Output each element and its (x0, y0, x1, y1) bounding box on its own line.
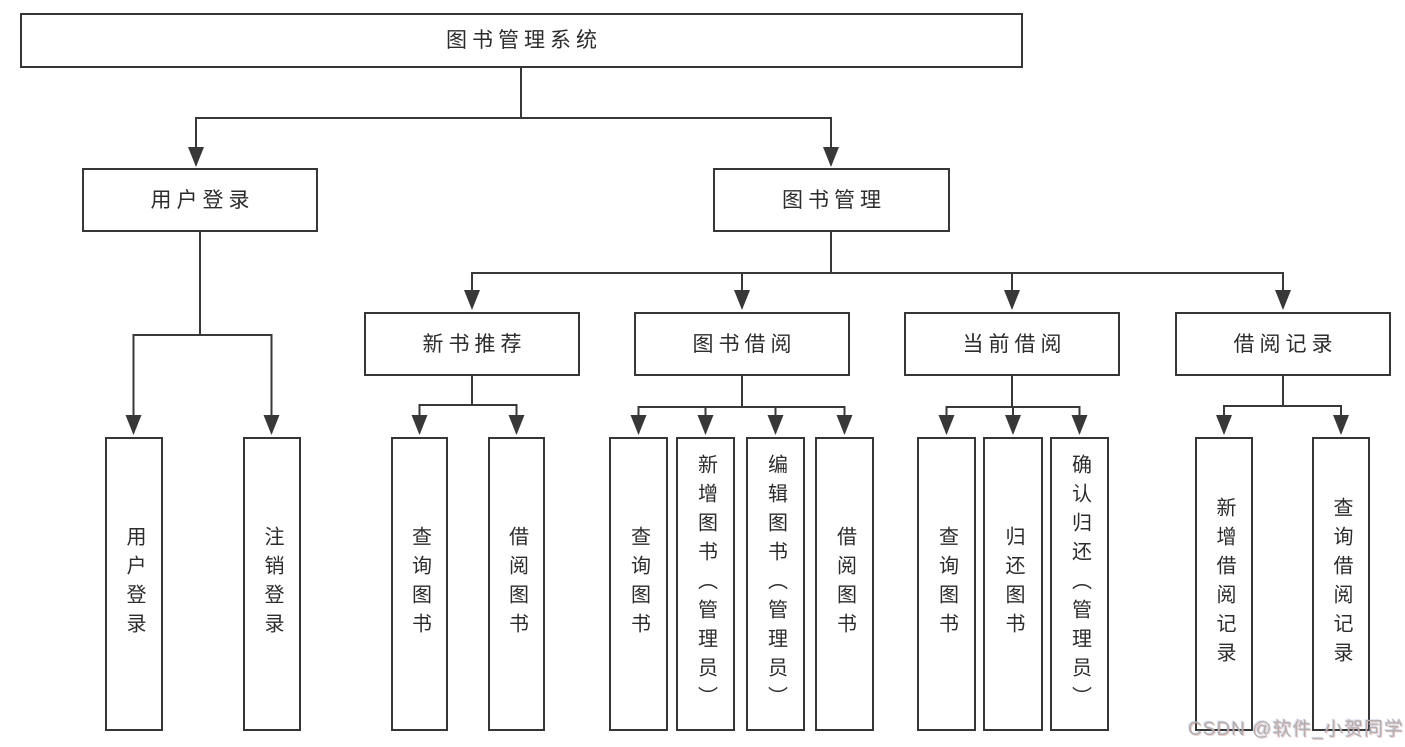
node-label: 图书管理系统 (446, 29, 602, 52)
leaf-label: 借阅图书 (505, 526, 528, 642)
leaf-add-borrow-record: 新增借阅记录 (1195, 437, 1253, 731)
leaf-label: 新增图书（管理员） (694, 453, 717, 715)
leaf-query-books-current: 查询图书 (917, 437, 976, 731)
leaf-label: 查询图书 (627, 526, 650, 642)
node-borrowing-records: 借阅记录 (1175, 312, 1391, 376)
leaf-borrow-books: 借阅图书 (815, 437, 874, 731)
leaf-add-books-admin: 新增图书（管理员） (676, 437, 735, 731)
leaf-logout: 注销登录 (243, 437, 301, 731)
leaf-label: 查询借阅记录 (1330, 497, 1352, 671)
leaf-query-books-recommend: 查询图书 (391, 437, 448, 731)
node-label: 当前借阅 (962, 332, 1067, 356)
node-label: 图书管理 (782, 188, 886, 212)
leaf-confirm-return-admin: 确认归还（管理员） (1050, 437, 1109, 731)
leaf-query-books-borrowing: 查询图书 (609, 437, 668, 731)
node-label: 图书借阅 (692, 332, 797, 356)
leaf-label: 查询图书 (935, 526, 958, 642)
leaf-label: 注销登录 (261, 526, 283, 642)
leaf-label: 新增借阅记录 (1213, 497, 1235, 671)
leaf-label: 借阅图书 (833, 526, 856, 642)
node-book-borrowing: 图书借阅 (634, 312, 850, 376)
leaf-label: 编辑图书（管理员） (764, 453, 787, 715)
node-label: 借阅记录 (1233, 332, 1338, 356)
node-label: 用户登录 (150, 188, 255, 212)
leaf-edit-books-admin: 编辑图书（管理员） (746, 437, 805, 731)
leaf-query-borrow-record: 查询借阅记录 (1312, 437, 1370, 731)
node-book-management: 图书管理 (713, 168, 950, 232)
leaf-borrow-books-recommend: 借阅图书 (488, 437, 545, 731)
leaf-return-books: 归还图书 (983, 437, 1043, 731)
node-new-book-recommendation: 新书推荐 (364, 312, 580, 376)
leaf-label: 确认归还（管理员） (1068, 453, 1091, 715)
node-user-login: 用户登录 (82, 168, 318, 232)
leaf-label: 查询图书 (408, 526, 431, 642)
leaf-user-login: 用户登录 (105, 437, 163, 731)
node-library-management-system: 图书管理系统 (20, 13, 1023, 68)
leaf-label: 归还图书 (1002, 526, 1024, 642)
node-label: 新书推荐 (422, 332, 527, 356)
leaf-label: 用户登录 (123, 526, 145, 642)
node-current-borrowing: 当前借阅 (904, 312, 1120, 376)
csdn-watermark: CSDN @软件_小贺同学 (1188, 719, 1404, 740)
